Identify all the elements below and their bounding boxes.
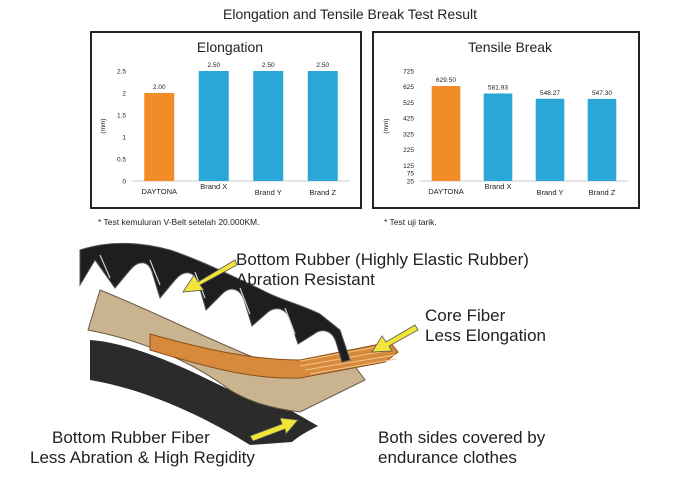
- y-tick-label: 75: [407, 171, 415, 178]
- page-title: Elongation and Tensile Break Test Result: [223, 6, 477, 22]
- y-axis-label-0: (mm): [100, 118, 107, 133]
- tensile-footnote: * Test uji tarik.: [384, 217, 437, 227]
- data-label: 2.50: [262, 62, 275, 69]
- y-tick-label: 2.5: [117, 69, 126, 76]
- x-tick-label: Brand Z: [589, 188, 616, 197]
- x-tick-label: Brand X: [484, 182, 511, 191]
- y-tick-label: 525: [403, 100, 414, 107]
- arrow-rubber-fiber: [249, 417, 299, 442]
- y-tick-label: 625: [403, 84, 414, 91]
- callout-rubber-fiber-2: Less Abration & High Regidity: [30, 448, 255, 467]
- bar-brand-x: [483, 93, 513, 181]
- core-fiber-layer: [149, 333, 399, 379]
- bottom-fiber-layer: [90, 340, 318, 445]
- y-tick-label: 325: [403, 131, 414, 138]
- callout-core-fiber-1: Core Fiber: [425, 306, 506, 325]
- x-tick-label: DAYTONA: [141, 187, 177, 196]
- arrow-core-fiber: [371, 324, 419, 353]
- x-tick-label: Brand Y: [255, 188, 282, 197]
- callout-bottom-rubber-1: Bottom Rubber (Highly Elastic Rubber): [236, 250, 529, 269]
- y-tick-label: 425: [403, 116, 414, 123]
- callout-sides-1: Both sides covered by: [378, 428, 546, 447]
- bar-brand-y: [253, 71, 284, 181]
- bottom-rubber-teeth: [79, 242, 351, 363]
- x-tick-label: Brand Y: [537, 188, 564, 197]
- rubber-streaks: [99, 254, 296, 335]
- y-tick-label: 25: [407, 179, 415, 186]
- data-label: 581.93: [488, 84, 508, 91]
- bar-brand-z: [587, 98, 617, 181]
- callout-core-fiber-2: Less Elongation: [425, 326, 546, 345]
- callout-bottom-rubber-2: Abration Resistant: [236, 270, 375, 289]
- x-tick-label: Brand X: [200, 182, 227, 191]
- y-tick-label: 1: [122, 135, 126, 142]
- callout-rubber-fiber-1: Bottom Rubber Fiber: [52, 428, 210, 447]
- x-tick-label: DAYTONA: [428, 187, 464, 196]
- data-label: 547.30: [592, 90, 612, 97]
- y-tick-label: 0: [122, 179, 126, 186]
- y-tick-label: 0.5: [117, 157, 126, 164]
- elongation-footnote: * Test kemuluran V-Belt setelah 20.000KM…: [98, 217, 260, 227]
- chart-title-1: Tensile Break: [468, 39, 553, 55]
- y-tick-label: 1.5: [117, 113, 126, 120]
- y-tick-label: 225: [403, 147, 414, 154]
- bar-daytona: [431, 86, 461, 181]
- bar-daytona: [144, 93, 175, 181]
- y-tick-label: 725: [403, 69, 414, 76]
- chart-title-0: Elongation: [197, 39, 263, 55]
- y-axis-label-1: (mm): [383, 118, 390, 133]
- v-belt-illustration: [79, 242, 419, 445]
- data-label: 548.27: [540, 90, 560, 97]
- bar-brand-x: [198, 71, 229, 181]
- bar-brand-z: [307, 71, 338, 181]
- x-tick-label: Brand Z: [309, 188, 336, 197]
- data-label: 2.50: [316, 62, 329, 69]
- bar-brand-y: [535, 98, 565, 181]
- data-label: 629.50: [436, 77, 456, 84]
- y-tick-label: 125: [403, 163, 414, 170]
- arrow-bottom-rubber: [182, 259, 238, 293]
- y-tick-label: 2: [122, 91, 126, 98]
- data-label: 2.00: [153, 84, 166, 91]
- data-label: 2.50: [207, 62, 220, 69]
- callout-sides-2: endurance clothes: [378, 448, 517, 467]
